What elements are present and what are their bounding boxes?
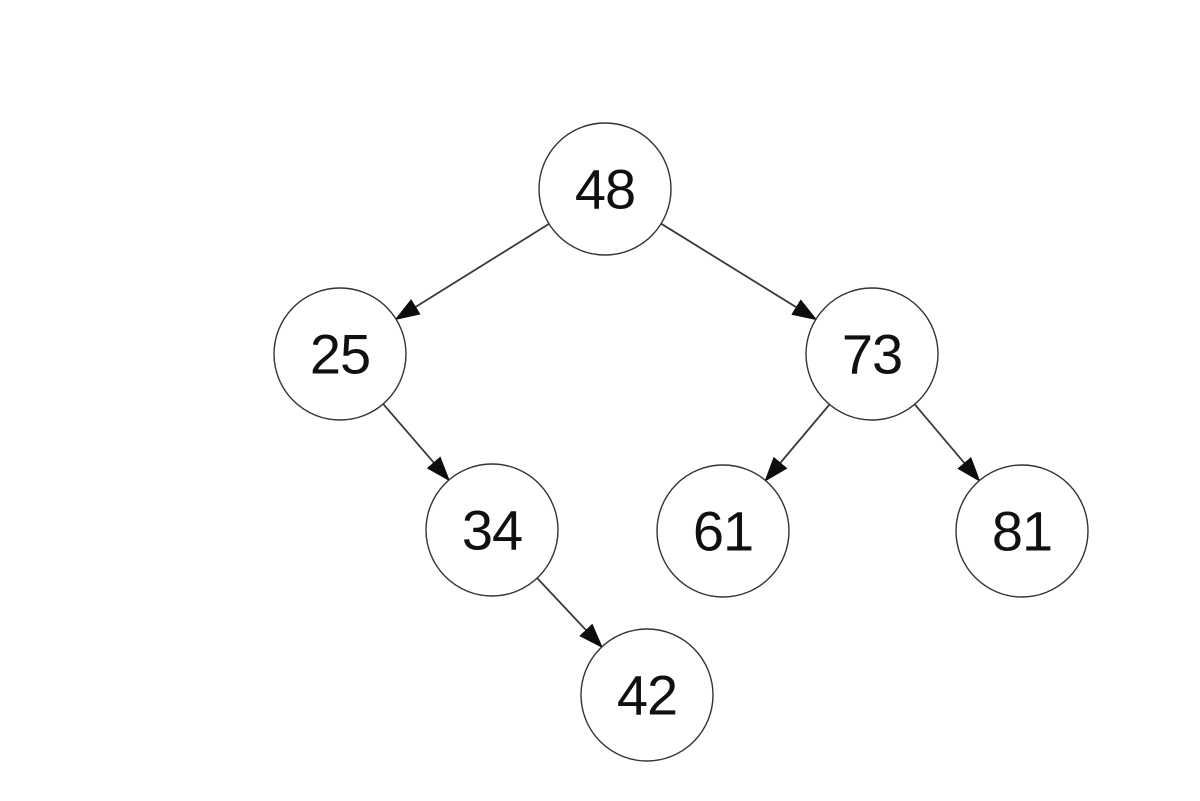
- node-label-34: 34: [462, 499, 522, 562]
- node-circle-42: [580, 628, 714, 762]
- node-label-48: 48: [575, 158, 635, 221]
- node-circle-48: [538, 122, 672, 256]
- node-circle-81: [955, 464, 1089, 598]
- tree-edge-73-61: [764, 403, 831, 482]
- tree-node-42: 42: [580, 628, 714, 762]
- node-label-73: 73: [842, 323, 902, 386]
- node-circle-61: [656, 464, 790, 598]
- node-label-42: 42: [617, 664, 677, 727]
- node-circle-73: [805, 287, 939, 421]
- node-label-81: 81: [992, 500, 1052, 563]
- tree-edge-73-81: [913, 403, 981, 483]
- tree-node-73: 73: [805, 287, 939, 421]
- node-label-61: 61: [693, 500, 753, 563]
- tree-edge-25-34: [382, 403, 451, 482]
- tree-node-81: 81: [955, 464, 1089, 598]
- tree-edge-48-25: [394, 223, 550, 321]
- node-circle-34: [425, 463, 559, 597]
- tree-edge-48-73: [660, 222, 818, 321]
- tree-node-25: 25: [273, 287, 407, 421]
- tree-node-61: 61: [656, 464, 790, 598]
- tree-edge-34-42: [536, 577, 604, 649]
- node-circle-25: [273, 287, 407, 421]
- tree-node-34: 34: [425, 463, 559, 597]
- node-label-25: 25: [310, 323, 370, 386]
- tree-node-48: 48: [538, 122, 672, 256]
